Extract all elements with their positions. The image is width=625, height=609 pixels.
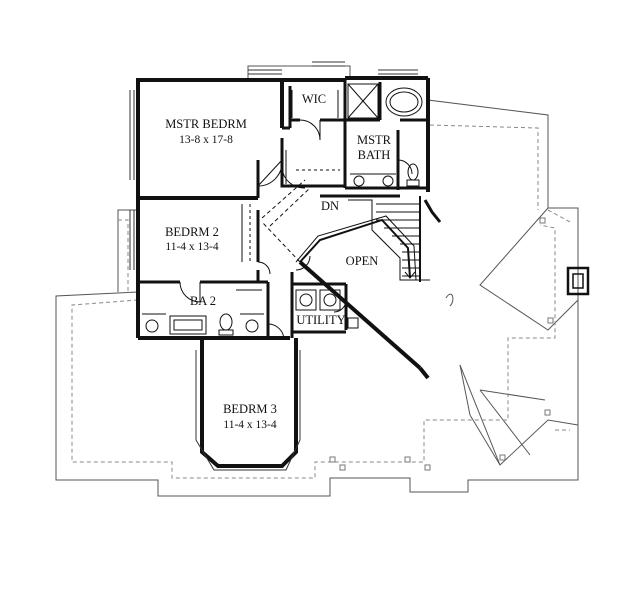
roof-dashed-lines [71,124,571,479]
ba2-name: BA 2 [190,294,216,308]
utility-name: UTILITY [296,313,345,327]
chimney-vent [566,266,590,296]
staircase [348,196,442,282]
room-labels: MSTR BEDRM 13-8 x 17-8 WIC MSTR BATH DN … [165,92,392,431]
mstr-bedrm-size: 13-8 x 17-8 [179,134,233,146]
open-rail [261,179,430,380]
window-strips [129,61,418,471]
roof-mark [445,293,454,307]
bedrm2-name: BEDRM 2 [165,225,219,239]
mstr-bedrm-name: MSTR BEDRM [165,117,247,131]
exterior-walls [136,76,430,468]
mstr-bath-name-1: MSTR [357,133,392,147]
mstr-bath-name-2: BATH [358,148,391,162]
closet-shelves [236,90,340,291]
bedrm3-name: BEDRM 3 [223,402,277,416]
bedrm3-size: 11-4 x 13-4 [223,419,276,431]
bedrm2-size: 11-4 x 13-4 [165,241,218,253]
bath-fixtures [142,83,423,336]
post-markers [329,217,554,471]
doors [179,119,413,341]
open-label: OPEN [346,254,379,268]
wic-name: WIC [302,92,326,106]
interior-walls [138,80,428,338]
stairs-dn-label: DN [321,199,339,213]
